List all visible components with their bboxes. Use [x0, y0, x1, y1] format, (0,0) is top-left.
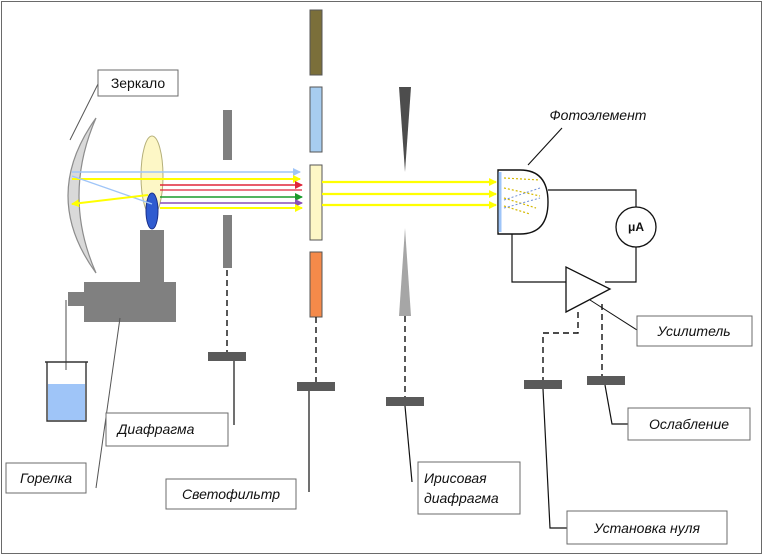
burner-label-box: [5, 462, 87, 494]
wire-photocell-to-amp: [511, 234, 566, 283]
filter-orange: [309, 251, 323, 318]
attenuation-label: Ослабление: [649, 416, 729, 432]
burner-body: [84, 282, 176, 322]
attenuation-knob: [587, 376, 625, 385]
zero-setting-label-box: [566, 510, 728, 545]
filter-active: [309, 164, 323, 241]
zero-setting-link: [542, 312, 579, 380]
microammeter-label: μA: [628, 220, 644, 234]
amplifier: [565, 265, 612, 314]
burner-nozzle: [68, 292, 84, 306]
zero-setting-label: Установка нуля: [593, 520, 700, 536]
amplifier-label-box: [636, 315, 753, 347]
mirror-label-leader: [69, 83, 99, 141]
flame: [145, 192, 159, 230]
iris-label-line1: Ирисовая: [424, 470, 487, 486]
filter-knob: [297, 382, 335, 391]
sample-vessel: [46, 362, 87, 422]
zero-setting-knob: [524, 380, 562, 389]
mirror-label: Зеркало: [111, 75, 166, 91]
zero-setting-leader: [542, 388, 567, 529]
iris-upper-blade: [399, 87, 411, 172]
burner-neck: [140, 230, 164, 285]
concave-mirror: [67, 117, 97, 274]
filter-blue: [309, 86, 323, 153]
light-filter-label-box: [165, 478, 297, 510]
iris-label-box: [417, 461, 521, 515]
burner-label-leader: [95, 317, 121, 489]
mirror-label-box: [97, 69, 179, 97]
iris-lower-blade: [399, 228, 411, 316]
slit-knob: [208, 352, 246, 361]
photocell-label: Фотоэлемент: [550, 107, 647, 123]
wire-photocell-to-meter: [548, 189, 637, 207]
diaphragm-label-box: [105, 412, 229, 447]
attenuation-label-box: [627, 407, 751, 441]
diaphragm-label: Диафрагма: [116, 421, 195, 437]
photocell-label-leader: [527, 127, 563, 166]
sample-liquid: [48, 384, 85, 420]
beam-blue-diagonal: [71, 175, 153, 205]
amplifier-label: Усилитель: [656, 323, 730, 339]
photocell: [497, 169, 549, 235]
wire-meter-to-amp: [605, 247, 637, 283]
iris-knob-stem: [404, 405, 413, 483]
light-filter-label: Светофильтр: [182, 486, 280, 502]
amplifier-label-leader: [589, 299, 638, 331]
slit-lower-blade: [223, 215, 232, 268]
slit-upper-blade: [223, 110, 232, 160]
iris-label-line2: диафрагма: [424, 490, 499, 506]
filter-olive: [309, 9, 323, 76]
microammeter: [615, 206, 657, 248]
beam-yellow-return: [71, 194, 149, 208]
attenuation-leader: [604, 384, 628, 425]
burner-label: Горелка: [20, 470, 72, 486]
iris-knob: [386, 397, 424, 406]
